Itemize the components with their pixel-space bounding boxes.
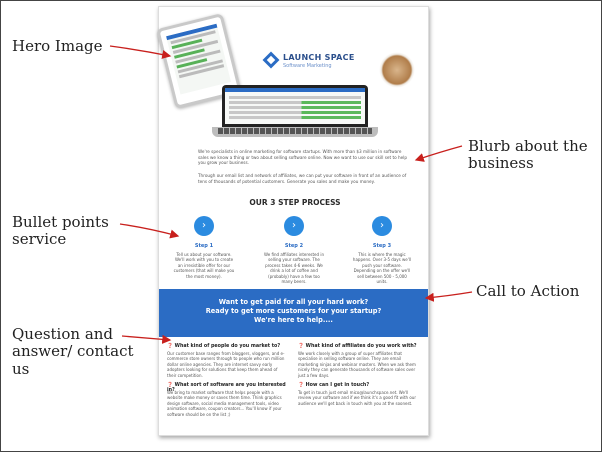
laptop-keyboard bbox=[218, 128, 372, 134]
annotation-qa-line-3: us bbox=[12, 359, 30, 378]
faq-question-3: ❓ What kind of affiliates do you work wi… bbox=[298, 344, 417, 349]
cta-line-3: We're here to help.... bbox=[254, 316, 333, 325]
annotation-hero-image: Hero Image bbox=[12, 37, 103, 55]
logo-title: LAUNCH SPACE bbox=[283, 53, 355, 62]
step-3-text: This is where the magic happens. Over 3-… bbox=[352, 252, 412, 284]
step-3-title: Step 3 bbox=[372, 243, 392, 249]
coffee-cup-icon bbox=[379, 52, 415, 88]
call-to-action-banner: Want to get paid for all your hard work?… bbox=[159, 289, 428, 337]
step-1-title: Step 1 bbox=[194, 243, 214, 249]
annotation-bullets-line-1: Bullet points bbox=[12, 213, 109, 231]
step-2-arrow-icon: › bbox=[284, 216, 304, 236]
blurb-paragraph-1: We're specialists in online marketing fo… bbox=[198, 149, 408, 166]
process-title: OUR 3 STEP PROCESS bbox=[249, 198, 341, 207]
annotation-blurb-line-1: Blurb about the bbox=[468, 137, 588, 155]
step-1-arrow-icon: › bbox=[194, 216, 214, 236]
faq-question-2: ❓ What sort of software are you interest… bbox=[167, 383, 286, 393]
annotation-qa-line-1: Question and bbox=[12, 325, 114, 343]
cta-line-2: Ready to get more customers for your sta… bbox=[205, 307, 382, 316]
annotation-qa-line-2: answer/ contact bbox=[12, 342, 134, 361]
arrow-bullets bbox=[119, 223, 180, 239]
logo-subtitle: Software Marketing bbox=[283, 63, 332, 69]
annotation-blurb: Blurb about the business bbox=[468, 137, 588, 173]
annotation-bullets-line-2: service bbox=[12, 230, 67, 249]
step-1-text: Tell us about your software. We'll work … bbox=[173, 252, 235, 279]
faq-answer-2: We bring to market software that helps p… bbox=[167, 390, 282, 417]
step-3-arrow-icon: › bbox=[372, 216, 392, 236]
faq-answer-4: To get in touch just email mico@launchsp… bbox=[298, 390, 416, 406]
faq-question-1: ❓ What kind of people do you market to? bbox=[167, 344, 281, 349]
annotation-bullet-points: Bullet points service bbox=[12, 213, 109, 249]
arrow-cta bbox=[424, 291, 473, 302]
faq-answer-3: We work closely with a group of super af… bbox=[298, 351, 416, 378]
blurb-paragraph-2: Through our email list and network of af… bbox=[198, 173, 407, 184]
arrow-qa bbox=[121, 334, 172, 344]
arrow-hero bbox=[109, 45, 172, 59]
annotation-call-to-action: Call to Action bbox=[476, 282, 580, 300]
annotation-blurb-line-2: business bbox=[468, 154, 534, 173]
faq-question-4: ❓ How can I get in touch? bbox=[298, 383, 370, 388]
step-2-text: We find affiliates interested in selling… bbox=[264, 252, 324, 284]
annotation-question-answer: Question and answer/ contact us bbox=[12, 325, 134, 378]
cta-line-1: Want to get paid for all your hard work? bbox=[218, 298, 369, 306]
step-2-title: Step 2 bbox=[284, 243, 304, 249]
laptop-image bbox=[222, 85, 368, 127]
arrow-blurb bbox=[414, 145, 463, 162]
faq-answer-1: Our customer base ranges from bloggers, … bbox=[167, 351, 285, 378]
